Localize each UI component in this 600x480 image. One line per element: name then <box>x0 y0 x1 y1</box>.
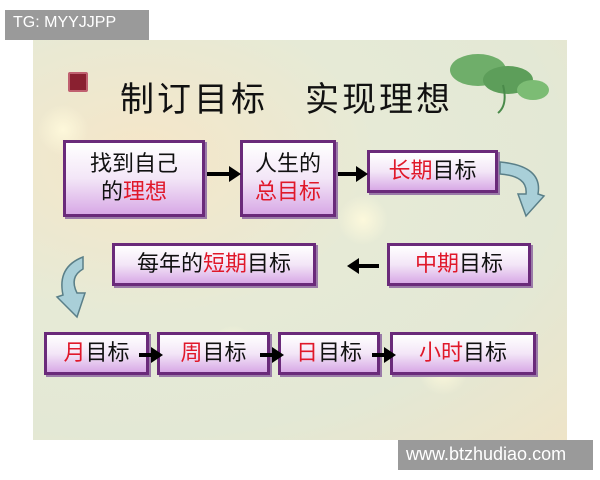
seal-logo-icon <box>68 72 88 92</box>
box-text: 目标 <box>247 251 292 277</box>
highlighted-text: 中期 <box>414 251 459 277</box>
box-text: 目标 <box>202 340 247 366</box>
box-line: 日目标 <box>296 340 362 368</box>
arrow-right-icon <box>338 166 368 182</box>
box-text: 目标 <box>459 251 504 277</box>
slide-title: 制订目标 实现理想 <box>120 80 453 120</box>
box-long-term: 长期目标 <box>367 150 498 193</box>
box-line: 月目标 <box>63 340 129 368</box>
background-sparkle <box>333 190 393 250</box>
box-line: 总目标 <box>255 179 321 207</box>
highlighted-text: 日 <box>295 340 318 366</box>
highlighted-text: 长期 <box>388 158 433 184</box>
highlighted-text: 总目标 <box>254 179 321 205</box>
box-monthly: 月目标 <box>44 332 149 375</box>
box-annual-short-term: 每年的短期目标 <box>112 243 316 286</box>
watermark-top-left: TG: MYYJJPP <box>5 10 149 40</box>
highlighted-text: 周 <box>180 340 203 366</box>
box-line: 中期目标 <box>415 251 503 279</box>
box-text: 找到自己 <box>89 152 178 177</box>
box-daily: 日目标 <box>278 332 380 375</box>
arrow-right-icon <box>372 347 396 363</box>
box-text: 的 <box>100 179 123 205</box>
box-find-ideal: 找到自己的理想 <box>63 140 205 217</box>
box-life-goal: 人生的总目标 <box>240 140 336 217</box>
curved-arrow-down-icon <box>55 255 87 319</box>
vine-leaves-icon <box>450 54 549 114</box>
box-line: 找到自己 <box>90 151 178 179</box>
highlighted-text: 小时 <box>418 340 463 366</box>
box-line: 小时目标 <box>419 340 507 368</box>
arrow-left-icon <box>347 258 379 274</box>
box-text: 人生的 <box>254 152 321 177</box>
box-line: 每年的短期目标 <box>137 251 291 279</box>
arrow-right-icon <box>260 347 284 363</box>
box-line: 长期目标 <box>388 158 476 186</box>
box-line: 周目标 <box>180 340 246 368</box>
curved-arrow-down-icon <box>499 161 546 218</box>
box-text: 每年的 <box>136 251 203 277</box>
box-text: 目标 <box>432 158 477 184</box>
box-text: 目标 <box>463 340 508 366</box>
box-hourly: 小时目标 <box>390 332 536 375</box>
box-weekly: 周目标 <box>157 332 270 375</box>
box-text: 目标 <box>85 340 130 366</box>
box-line: 人生的 <box>255 151 321 179</box>
highlighted-text: 短期 <box>202 251 247 277</box>
watermark-bottom-right: www.btzhudiao.com <box>398 440 593 470</box>
highlighted-text: 理想 <box>122 179 167 205</box>
arrow-right-icon <box>139 347 163 363</box>
box-text: 目标 <box>318 340 363 366</box>
arrow-right-icon <box>207 166 241 182</box>
highlighted-text: 月 <box>63 340 86 366</box>
box-line: 的理想 <box>90 179 178 207</box>
box-mid-term: 中期目标 <box>387 243 531 286</box>
